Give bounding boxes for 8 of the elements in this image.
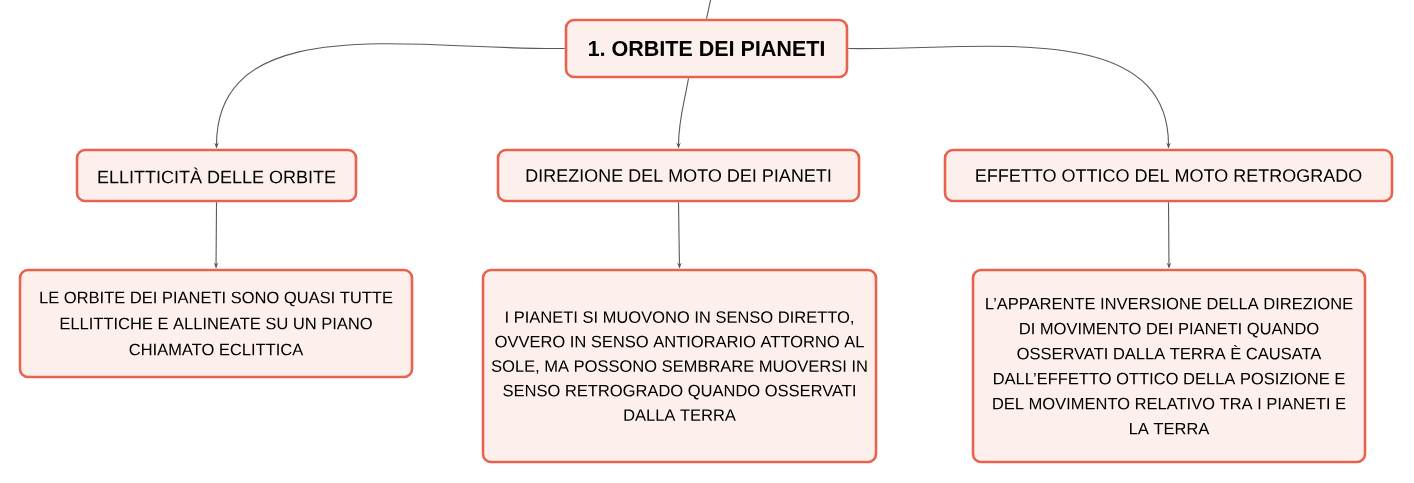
text-box: LE ORBITE DEI PIANETI SONO QUASI TUTTE ELLITTICHE E ALLINEATE SU UN PIANO CHIAMATO ECLITTICA: [18, 268, 414, 379]
text-box: I PIANETI SI MUOVONO IN SENSO DIRETTO, OVVERO IN SENSO ANTIORARIO ATTORNO AL SOLE, MA POSSONO SEMBRARE MUOVERSI IN SENSO RETROGRADO QUANDO OSSERVATI DALLA TERRA: [481, 268, 878, 464]
topic-box: DIREZIONE DEL MOTO DEI PIANETI: [496, 148, 861, 203]
topic-box: EFFETTO OTTICO DEL MOTO RETROGRADO: [943, 148, 1394, 203]
text-box: L’APPARENTE INVERSIONE DELLA DIREZIONE DI MOVIMENTO DEI PIANETI QUANDO OSSERVATI DALLA TERRA È CAUSATA DALL’EFFETTO OTTICO DELLA POSIZIONE E DEL MOVIMENTO RELATIVO TRA I PIANETI E LA TERRA: [971, 268, 1367, 464]
title-box: 1. ORBITE DEI PIANETI: [564, 18, 849, 79]
topic-box: ELLITTICITÀ DELLE ORBITE: [75, 148, 358, 203]
connector-line: [705, 0, 712, 20]
